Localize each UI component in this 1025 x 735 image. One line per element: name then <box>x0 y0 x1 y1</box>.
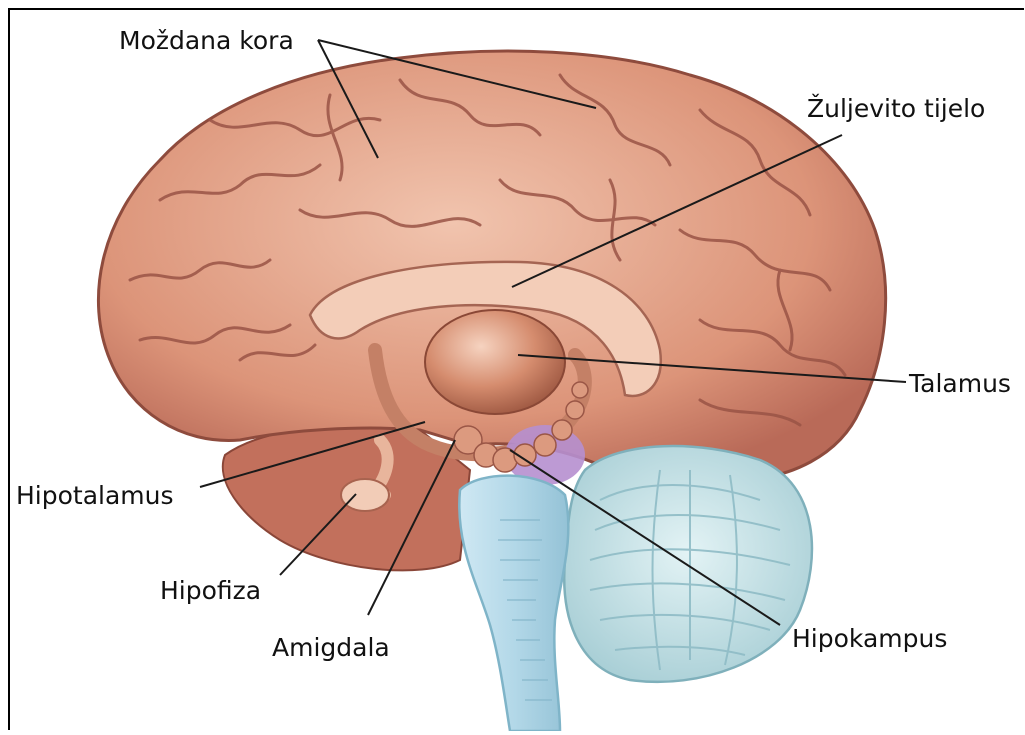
label-corpus-callosum: Žuljevito tijelo <box>807 96 985 121</box>
label-cortex: Moždana kora <box>119 28 294 53</box>
label-hippocampus: Hipokampus <box>792 626 947 651</box>
label-pituitary: Hipofiza <box>160 578 261 603</box>
thalamus <box>425 310 565 414</box>
label-thalamus: Talamus <box>909 371 1011 396</box>
pituitary <box>341 479 389 511</box>
label-amygdala: Amigdala <box>272 635 390 660</box>
brainstem <box>459 476 568 731</box>
label-hypothalamus: Hipotalamus <box>16 483 174 508</box>
